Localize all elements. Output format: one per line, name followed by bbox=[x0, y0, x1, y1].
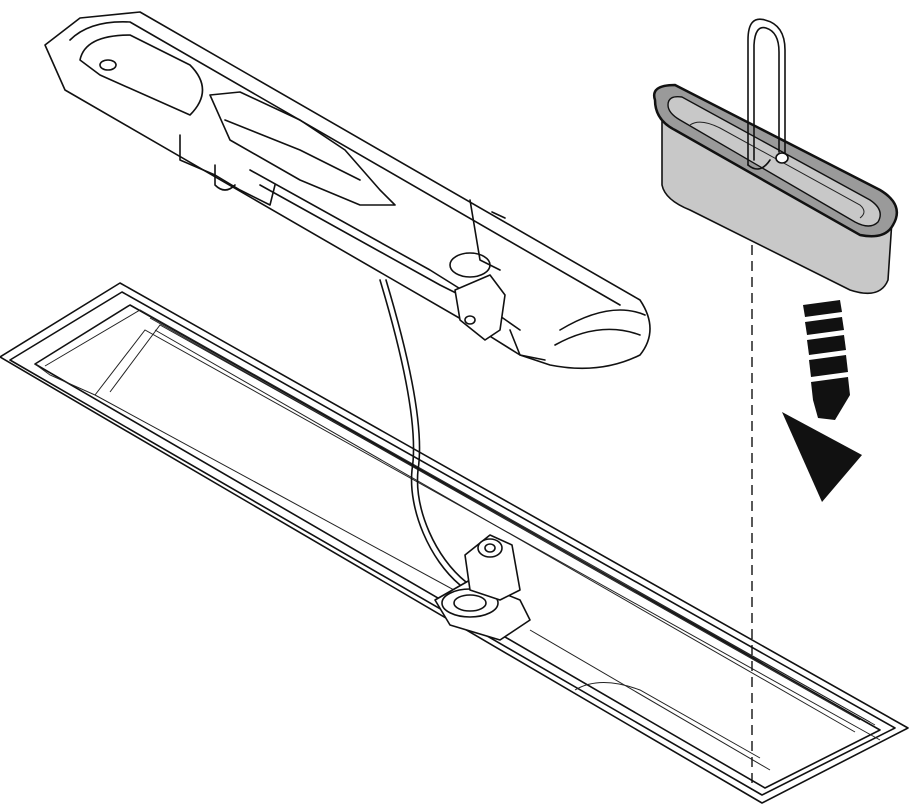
drain-channel bbox=[0, 282, 909, 804]
hose bbox=[379, 279, 467, 586]
outlet-fitting bbox=[434, 534, 531, 641]
drain-insert bbox=[44, 11, 651, 370]
basket bbox=[652, 18, 899, 295]
down-arrow-icon bbox=[782, 300, 862, 502]
